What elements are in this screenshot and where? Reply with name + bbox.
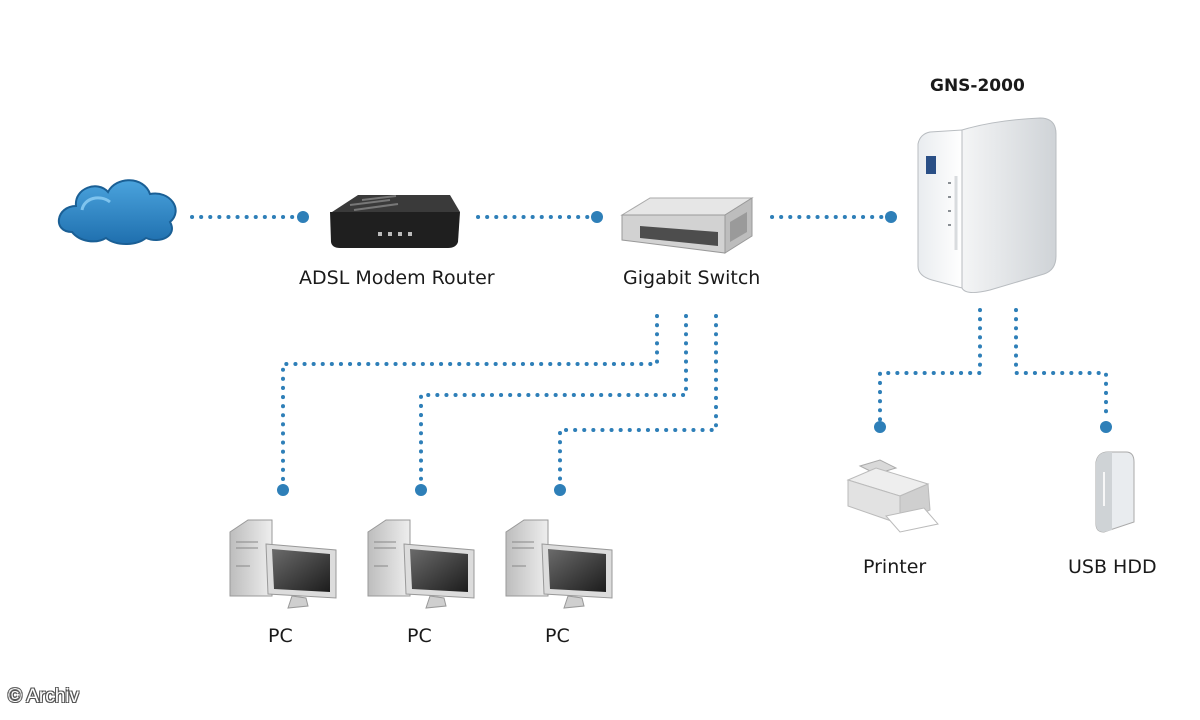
pc-computer-2 (367, 519, 475, 609)
modem-router-icon (330, 195, 460, 248)
endpoint-dot (591, 211, 603, 223)
endpoint-dot (297, 211, 309, 223)
printer-icon (846, 459, 939, 533)
network-switch-icon (620, 197, 754, 254)
pc-label-3: PC (545, 625, 570, 647)
printer-label: Printer (863, 556, 927, 578)
nas-label: GNS-2000 (930, 76, 1025, 96)
usb-hdd-label: USB HDD (1068, 556, 1157, 578)
pc-label-2: PC (407, 625, 432, 647)
link-nas-printer (878, 308, 982, 422)
endpoint-dot (277, 484, 289, 496)
endpoint-dot (1100, 421, 1112, 433)
external-hard-drive-icon (1095, 451, 1135, 533)
copyright-credit: © Archiv (8, 686, 80, 707)
nas-device-icon (917, 117, 1057, 294)
link-switch-pc-3 (558, 314, 718, 482)
endpoint-dot (885, 211, 897, 223)
pc-label-1: PC (268, 625, 293, 647)
link-switch-pc-2 (419, 314, 688, 482)
modem-router-label: ADSL Modem Router (299, 267, 495, 289)
endpoint-dot (415, 484, 427, 496)
pc-computer-3 (505, 519, 613, 609)
endpoint-dot (554, 484, 566, 496)
pc-computer-1 (229, 519, 337, 609)
link-nas-usb-hdd (1014, 308, 1108, 422)
connection-links (190, 215, 1108, 482)
endpoint-dot (874, 421, 886, 433)
switch-label: Gigabit Switch (623, 267, 761, 289)
link-switch-pc-1 (281, 314, 659, 482)
cloud-icon (57, 179, 177, 245)
connection-endpoints (277, 211, 1112, 496)
